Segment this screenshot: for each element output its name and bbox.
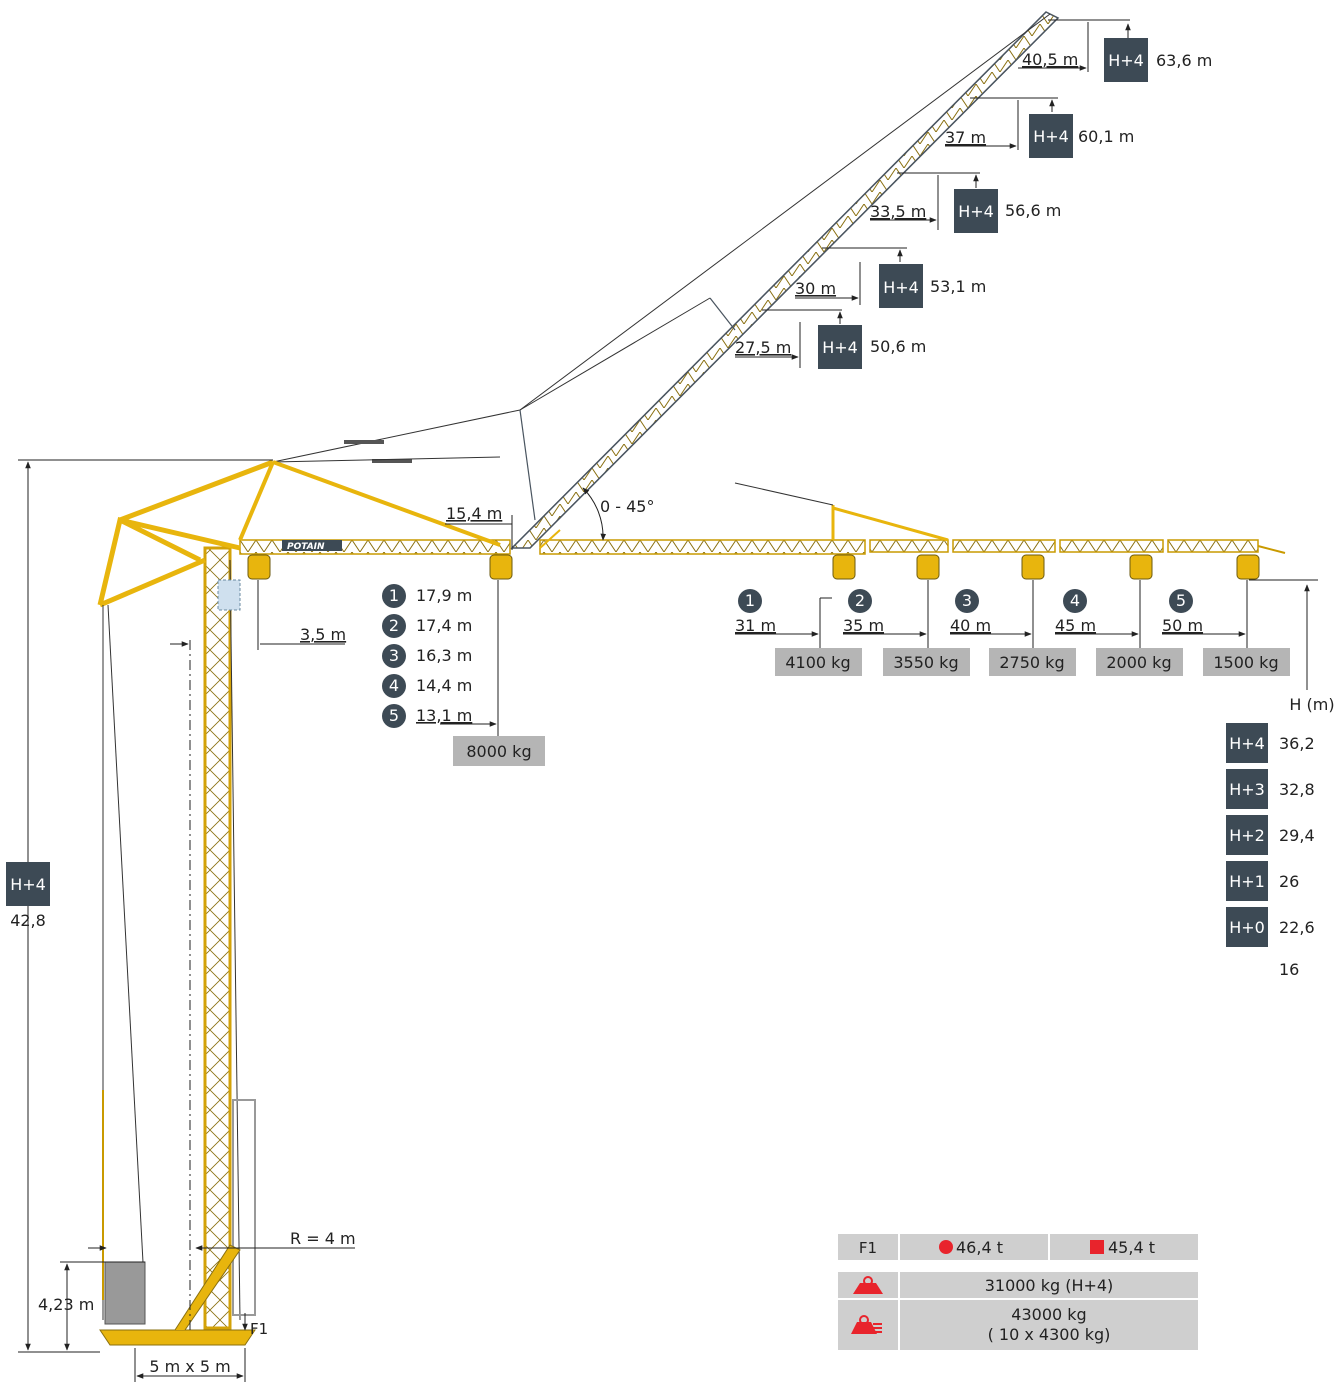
tower	[97, 459, 274, 1346]
height-label: H+2	[1229, 826, 1265, 845]
config-radius: 45 m	[1055, 616, 1096, 635]
force-label: F1	[250, 1320, 268, 1338]
luffing-position-1: 40,5 m H+4 63,6 m	[1022, 38, 1212, 82]
ballast-value: 43000 kg	[1011, 1305, 1086, 1324]
luffing-jib	[272, 11, 1060, 549]
luffing-position-3: 33,5 m H+4 56,6 m	[870, 189, 1061, 233]
config-number: 3	[962, 591, 972, 610]
luffing-height: 63,6 m	[1156, 51, 1212, 70]
tower-height-box-label: H+4	[10, 875, 46, 894]
brand-label: POTAIN	[287, 542, 325, 552]
config-number: 2	[855, 591, 865, 610]
height-label: H+0	[1229, 918, 1265, 937]
luffing-height: 53,1 m	[930, 277, 986, 296]
height-value: 29,4	[1279, 826, 1315, 845]
jib-config-3: 3 40 m 2750 kg	[950, 589, 1076, 676]
height-box-label: H+4	[958, 202, 994, 221]
base-height: 4,23 m	[38, 1295, 94, 1314]
config-radius: 13,1 m	[416, 706, 472, 725]
circle-value: 46,4 t	[956, 1238, 1003, 1257]
config-load: 1500 kg	[1213, 653, 1278, 672]
horizontal-jib: POTAIN	[238, 460, 1286, 555]
height-box-label: H+4	[822, 338, 858, 357]
config-radius: 14,4 m	[416, 676, 472, 695]
luffing-radius: 30 m	[795, 279, 836, 298]
config-number: 2	[389, 616, 399, 635]
luffing-radius: 27,5 m	[735, 338, 791, 357]
config-radius: 40 m	[950, 616, 991, 635]
height-label: H+1	[1229, 872, 1265, 891]
base-size: 5 m x 5 m	[149, 1357, 230, 1376]
height-value: 32,8	[1279, 780, 1315, 799]
config-radius: 17,9 m	[416, 586, 472, 605]
config-number: 1	[389, 586, 399, 605]
slew-radius: R = 4 m	[290, 1229, 356, 1248]
config-radius: 16,3 m	[416, 646, 472, 665]
tower-height-box	[6, 862, 50, 906]
config-number: 5	[1176, 591, 1186, 610]
height-table: H (m) H+4 36,2 H+3 32,8 H+2 29,4 H+1 26 …	[1226, 695, 1335, 979]
jib-config-5: 5 50 m 1500 kg	[1162, 589, 1290, 676]
luffing-position-2: 37 m H+4 60,1 m	[945, 114, 1134, 158]
luffing-height: 50,6 m	[870, 337, 926, 356]
f1-label: F1	[859, 1239, 877, 1257]
config-load: 3550 kg	[893, 653, 958, 672]
config-number: 4	[1070, 591, 1080, 610]
height-value: 26	[1279, 872, 1299, 891]
weight-value: 31000 kg (H+4)	[985, 1276, 1114, 1295]
height-box-label: H+4	[883, 278, 919, 297]
inner-capacity: 1 17,9 m 2 17,4 m 3 16,3 m 4 14,4 m 5 13…	[382, 584, 545, 766]
circle-marker-icon	[939, 1240, 953, 1254]
ballast-detail: ( 10 x 4300 kg)	[988, 1325, 1111, 1344]
config-load: 2750 kg	[999, 653, 1064, 672]
trolleys	[247, 554, 1260, 580]
tower-height: 42,8	[10, 911, 46, 930]
square-marker-icon	[1090, 1240, 1104, 1254]
tower-offset: 3,5 m	[300, 625, 346, 644]
square-value: 45,4 t	[1108, 1238, 1155, 1257]
luffing-radius: 40,5 m	[1022, 50, 1078, 69]
config-load: 4100 kg	[785, 653, 850, 672]
height-base-value: 16	[1279, 960, 1299, 979]
height-label: H+4	[1229, 734, 1265, 753]
config-number: 4	[389, 676, 399, 695]
jib-config-2: 2 35 m 3550 kg	[843, 589, 970, 676]
config-radius: 17,4 m	[416, 616, 472, 635]
luffing-position-4: 30 m H+4 53,1 m	[795, 264, 986, 308]
height-value: 22,6	[1279, 918, 1315, 937]
angle-label: 0 - 45°	[600, 497, 654, 516]
height-box-label: H+4	[1108, 51, 1144, 70]
config-number: 5	[389, 706, 399, 725]
jib-config-1: 1 31 m 4100 kg	[735, 589, 862, 676]
weight-icon	[853, 1276, 883, 1294]
config-number: 1	[745, 591, 755, 610]
inner-load: 8000 kg	[466, 742, 531, 761]
height-value: 36,2	[1279, 734, 1315, 753]
config-load: 2000 kg	[1106, 653, 1171, 672]
luffing-radius: 33,5 m	[870, 202, 926, 221]
height-box-label: H+4	[1033, 127, 1069, 146]
config-radius: 31 m	[735, 616, 776, 635]
luffing-position-5: 27,5 m H+4 50,6 m	[735, 325, 926, 369]
height-label: H+3	[1229, 780, 1265, 799]
config-radius: 50 m	[1162, 616, 1203, 635]
jib-config-4: 4 45 m 2000 kg	[1055, 589, 1183, 676]
luffing-height: 60,1 m	[1078, 127, 1134, 146]
min-radius-label: 15,4 m	[446, 504, 502, 523]
luffing-radius: 37 m	[945, 128, 986, 147]
load-table: F1 46,4 t 45,4 t 31000 kg (H+4) 43000 kg…	[836, 1232, 1200, 1352]
config-number: 3	[389, 646, 399, 665]
ballast-icon	[851, 1315, 882, 1334]
config-radius: 35 m	[843, 616, 884, 635]
height-axis-label: H (m)	[1289, 695, 1334, 714]
luffing-height: 56,6 m	[1005, 201, 1061, 220]
